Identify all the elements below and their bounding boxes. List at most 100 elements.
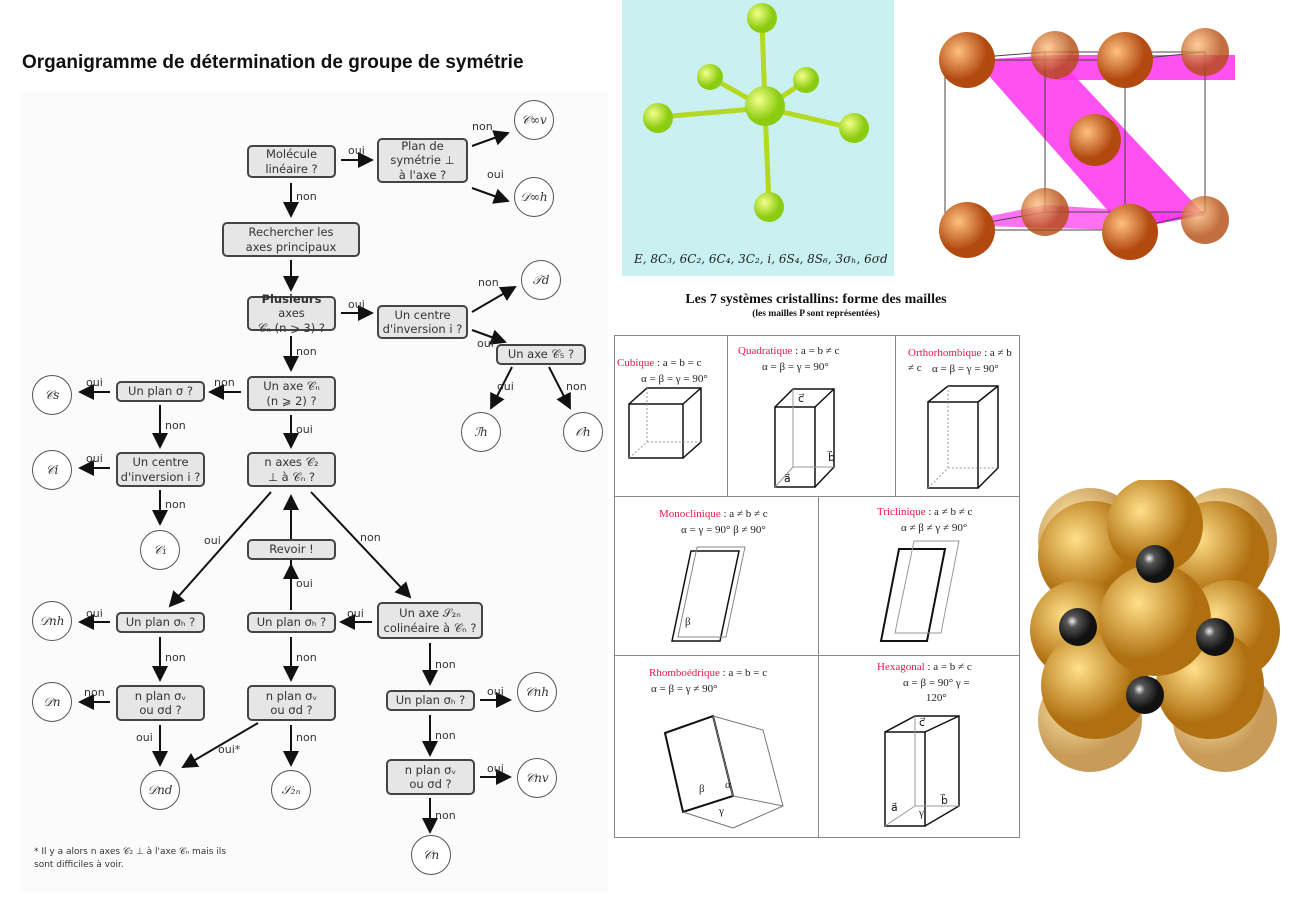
box-sigma-plane: Un plan σ ? — [116, 381, 205, 402]
crystal-table-title: Les 7 systèmes cristallins: forme des ma… — [685, 292, 947, 307]
edge-label: oui — [497, 380, 514, 393]
edge-label: oui — [296, 577, 313, 590]
system-angles: α = β = γ = 90° — [762, 361, 829, 373]
box-cn-axis: Un axe 𝒞ₙ (n ⩾ 2) ? — [247, 376, 336, 411]
edge-label: non — [84, 686, 105, 699]
system-angles: α = β = 90° γ = 120° — [903, 677, 970, 704]
box-c5-axis: Un axe 𝒞₅ ? — [496, 344, 586, 365]
system-name: Quadratique — [738, 345, 793, 357]
edge-label: non — [296, 651, 317, 664]
system-params: : a = b = c — [654, 357, 702, 369]
triclinic-cell-drawing — [879, 540, 960, 642]
close-packed-structure-illustration — [1030, 480, 1280, 772]
rhombohedral-cell-drawing — [663, 714, 784, 829]
vector-b: b⃗ — [941, 795, 948, 807]
box-n-planes-center: n plan σᵥ ou σd ? — [247, 685, 336, 721]
footnote: * Il y a alors n axes 𝒞₂ ⊥ à l'axe 𝒞ₙ ma… — [34, 847, 227, 871]
cell-cubic: Cubique : a = b = c α = β = γ = 90° — [614, 335, 728, 497]
box-n-planes-left: n plan σᵥ ou σd ? — [116, 685, 205, 721]
angle-beta: β — [685, 616, 691, 628]
box-several-axes: Plusieurs axes 𝒞ₙ (n ⩾ 3) ? — [247, 292, 336, 335]
system-angles: α ≠ β ≠ γ ≠ 90° — [901, 522, 968, 534]
vector-c: c⃗ — [919, 717, 926, 729]
edge-label: non — [478, 276, 499, 289]
bcc-crystal-illustration — [939, 28, 1235, 260]
edge-label: non — [435, 729, 456, 742]
system-params: : a ≠ b ≠ c — [908, 347, 1012, 374]
box-s2n-axis: Un axe 𝒮₂ₙ colinéaire à 𝒞ₙ ? — [377, 602, 483, 639]
system-params: : a = b = c — [719, 667, 768, 679]
system-angles: α = β = γ = 90° — [641, 373, 708, 385]
edge-label: oui — [347, 607, 364, 620]
edge-label: non — [214, 376, 235, 389]
box-find-principal-axes: Rechercher les axes principaux — [222, 222, 360, 257]
bold-several: Plusieurs — [261, 291, 322, 306]
edge-label: non — [296, 345, 317, 358]
angle-gamma: γ — [919, 807, 924, 819]
cell-triclinic: Triclinique : a ≠ b ≠ c α ≠ β ≠ γ ≠ 90° — [818, 496, 1020, 656]
edge-label: non — [435, 809, 456, 822]
group-td: 𝒯d — [521, 260, 561, 300]
system-name: Cubique — [617, 357, 655, 369]
edge-label: non — [296, 190, 317, 203]
box-sigma-h-center: Un plan σₕ ? — [247, 612, 336, 633]
tetragonal-cell-drawing — [774, 388, 835, 488]
box-inversion-center-left: Un centre d'inversion i ? — [116, 452, 205, 487]
cell-orthorhombic: Orthorhombique : a ≠ b ≠ c α = β = γ = 9… — [895, 335, 1020, 497]
edge-label: non — [360, 531, 381, 544]
edge-label: oui — [86, 452, 103, 465]
group-dn: 𝒟n — [32, 682, 72, 722]
edge-label: non — [165, 651, 186, 664]
cell-monoclinic: Monoclinique : a ≠ b ≠ c α = γ = 90° β ≠… — [614, 496, 819, 656]
orthorhombic-cell-drawing — [927, 385, 999, 489]
box-linear-molecule: Molécule linéaire ? — [247, 145, 336, 178]
box-n-planes-right: n plan σᵥ ou σd ? — [386, 759, 475, 795]
group-cnh: 𝒞nh — [517, 672, 557, 712]
edge-label: oui — [86, 376, 103, 389]
system-name: Hexagonal — [877, 661, 925, 673]
sf6-molecule-illustration — [643, 3, 869, 222]
system-angles: α = β = γ ≠ 90° — [651, 683, 718, 695]
edge-label: oui — [477, 337, 494, 350]
system-name: Triclinique — [877, 506, 926, 518]
group-cinfv: 𝒞∞v — [514, 100, 554, 140]
cell-rhombohedral: Rhomboédrique : a = b = c α = β = γ ≠ 90… — [614, 655, 819, 838]
sf6-molecule-panel: E, 8C₃, 6C₂, 6C₄, 3C₂, i, 6S₄, 8S₆, 3σₕ,… — [622, 0, 894, 276]
box-sigma-h-left: Un plan σₕ ? — [116, 612, 205, 633]
sf6-symmetry-operations: E, 8C₃, 6C₂, 6C₄, 3C₂, i, 6S₄, 8S₆, 3σₕ,… — [634, 252, 888, 266]
box-n-c2-axes: n axes 𝒞₂ ⊥ à 𝒞ₙ ? — [247, 452, 336, 487]
box-inversion-center-top: Un centre d'inversion i ? — [377, 305, 468, 339]
cell-hexagonal: Hexagonal : a = b ≠ c α = β = 90° γ = 12… — [818, 655, 1020, 838]
page-title: Organigramme de détermination de groupe … — [22, 52, 524, 73]
group-ci: 𝒞i — [32, 450, 72, 490]
system-angles: α = γ = 90° β ≠ 90° — [681, 524, 766, 536]
edge-label: non — [165, 498, 186, 511]
edge-label: oui — [348, 144, 365, 157]
group-dnd: 𝒟nd — [140, 770, 180, 810]
several-axes-text: axes 𝒞ₙ (n ⩾ 3) ? — [258, 306, 325, 335]
hexagonal-cell-drawing — [884, 715, 960, 827]
system-params: : a = b ≠ c — [924, 661, 972, 673]
group-cnv: 𝒞nv — [517, 758, 557, 798]
edge-label: non — [566, 380, 587, 393]
group-s2n: 𝒮₂ₙ — [271, 770, 311, 810]
crystal-table-subtitle: (les mailles P sont représentées) — [752, 309, 880, 319]
group-ih: ℐh — [461, 412, 501, 452]
group-oh: 𝒪h — [563, 412, 603, 452]
group-dinfh: 𝒟∞h — [514, 177, 554, 217]
vector-b: b⃗ — [828, 452, 835, 464]
group-cn: 𝒞n — [411, 835, 451, 875]
edge-label: non — [472, 120, 493, 133]
angle-alpha: α — [725, 779, 731, 791]
angle-gamma: γ — [719, 805, 724, 817]
system-params: : a ≠ b ≠ c — [720, 508, 768, 520]
box-sigma-h-right: Un plan σₕ ? — [386, 690, 475, 711]
edge-label: oui — [136, 731, 153, 744]
monoclinic-cell-drawing — [671, 546, 746, 642]
edge-label: oui — [487, 762, 504, 775]
edge-label: non — [296, 731, 317, 744]
edge-label: oui — [487, 168, 504, 181]
edge-label: non — [435, 658, 456, 671]
edge-label: oui — [487, 685, 504, 698]
system-name: Rhomboédrique — [649, 667, 720, 679]
